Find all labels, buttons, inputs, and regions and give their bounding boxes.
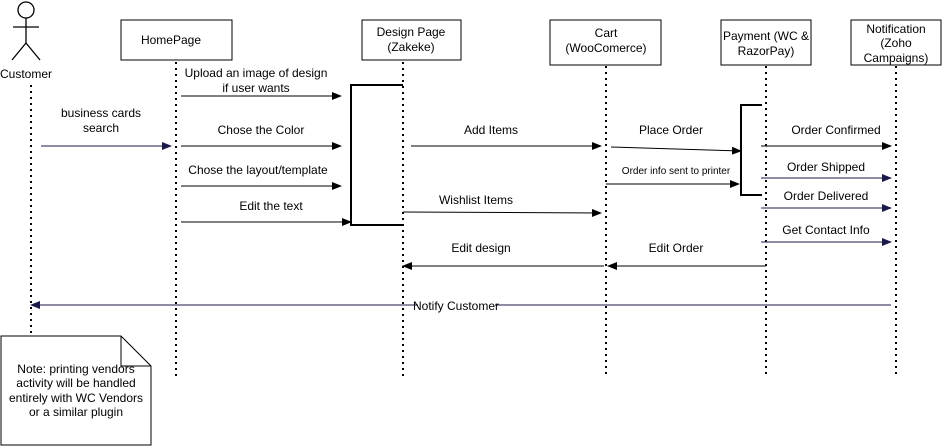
note-box xyxy=(0,335,152,446)
payment-box xyxy=(720,19,812,66)
notification-box xyxy=(850,19,942,66)
notification-label-2: (Zoho xyxy=(880,36,912,50)
order-shipped-label: Order Shipped xyxy=(787,160,865,174)
order-confirmed-label: Order Confirmed xyxy=(791,123,880,137)
note-line-4: or a similar plugin xyxy=(29,405,123,419)
order-delivered-label: Order Delivered xyxy=(784,189,869,203)
order-info-label: Order info sent to printer xyxy=(622,166,731,177)
cart-box xyxy=(549,19,662,66)
color-label: Chose the Color xyxy=(218,123,305,137)
wishlist-arrow xyxy=(402,208,602,217)
payment-label-1: Payment (WC & xyxy=(723,29,809,43)
upload-label-1: Upload an image of design xyxy=(185,66,328,80)
customer-label: Customer xyxy=(0,67,52,81)
design-page-label-2: (Zakeke) xyxy=(387,40,434,54)
design-page-box xyxy=(361,19,462,61)
design-activation-bracket xyxy=(350,84,403,226)
layout-label: Chose the layout/template xyxy=(188,163,328,177)
homepage-box xyxy=(120,19,233,61)
note-line-1: Note: printing vendors xyxy=(17,362,134,376)
search-label-1: business cards xyxy=(61,106,141,120)
payment-activation-bracket xyxy=(740,104,762,196)
place-order-arrow xyxy=(610,146,742,155)
upload-label-2: if user wants xyxy=(222,81,289,95)
edit-text-label: Edit the text xyxy=(239,199,303,213)
notify-label-bg xyxy=(418,299,495,312)
customer-actor-icon xyxy=(11,1,41,61)
notification-label-1: Notification xyxy=(866,22,925,36)
contact-info-label: Get Contact Info xyxy=(782,223,870,237)
cart-label-1: Cart xyxy=(595,26,618,40)
place-order-label: Place Order xyxy=(639,123,703,137)
edit-order-label: Edit Order xyxy=(649,241,704,255)
notification-label-3: Campaigns) xyxy=(864,51,929,65)
note-fold xyxy=(120,336,151,367)
note-line-3: entirely with WC Vendors xyxy=(9,391,143,405)
search-label-2: search xyxy=(83,121,119,135)
wishlist-label: Wishlist Items xyxy=(439,193,513,207)
edit-design-label: Edit design xyxy=(451,241,510,255)
cart-label-2: (WooComerce) xyxy=(565,41,646,55)
notify-customer-label: Notify Customer xyxy=(413,299,499,313)
payment-label-2: RazorPay) xyxy=(738,44,795,58)
add-items-label: Add Items xyxy=(464,123,518,137)
design-page-label-1: Design Page xyxy=(377,25,446,39)
note-line-2: activity will be handled xyxy=(16,376,135,390)
homepage-label: HomePage xyxy=(141,33,201,47)
